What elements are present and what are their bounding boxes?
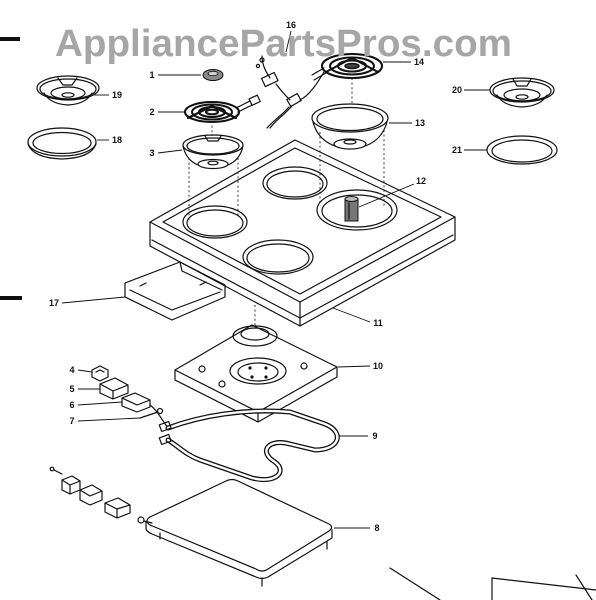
part-1-knob <box>202 69 224 81</box>
part-2-coil-element <box>183 94 261 124</box>
callout-14: 14 <box>414 57 424 67</box>
callout-12: 12 <box>416 176 426 186</box>
callout-9: 9 <box>372 431 377 441</box>
part-13-drip-pan <box>311 103 389 150</box>
callout-3: 3 <box>149 148 154 158</box>
callout-13: 13 <box>415 118 425 128</box>
callout-11: 11 <box>373 318 383 328</box>
leader-lines <box>61 30 490 529</box>
edge-mark-middle <box>0 296 22 300</box>
callout-21: 21 <box>452 145 462 155</box>
part-3-drip-pan <box>182 134 244 170</box>
callout-2: 2 <box>149 107 154 117</box>
callout-labels: 1 2 3 16 19 18 14 13 20 21 12 17 11 10 4… <box>49 20 462 533</box>
part-8-bottom-panel <box>145 478 333 587</box>
callout-5: 5 <box>69 384 74 394</box>
partial-drawing-bottom-right <box>389 567 596 600</box>
part-12-receptacle <box>344 196 359 222</box>
parts-4-to-7-terminal-hardware <box>91 365 169 429</box>
callout-8: 8 <box>374 523 379 533</box>
callout-19: 19 <box>112 90 122 100</box>
part-18-trim-ring <box>27 127 97 160</box>
callout-1: 1 <box>149 70 154 80</box>
callout-6: 6 <box>69 400 74 410</box>
callout-17: 17 <box>49 298 59 308</box>
part-10-burner-box <box>174 324 338 423</box>
callout-16: 16 <box>286 20 296 30</box>
callout-7: 7 <box>69 416 74 426</box>
part-16-wire-terminal <box>255 55 325 129</box>
callout-10: 10 <box>373 361 383 371</box>
part-11-cooktop <box>149 139 456 327</box>
part-9-bake-element <box>158 408 340 482</box>
watermark-text: AppliancePartsPros.com <box>55 23 512 65</box>
part-20-drip-bowl <box>489 77 555 108</box>
lower-terminal-hardware <box>49 466 153 524</box>
callout-20: 20 <box>452 85 462 95</box>
callout-4: 4 <box>69 365 74 375</box>
part-21-trim-ring <box>486 135 558 165</box>
part-19-drip-bowl <box>36 75 100 106</box>
callout-18: 18 <box>112 135 122 145</box>
edge-mark-top <box>0 37 20 41</box>
